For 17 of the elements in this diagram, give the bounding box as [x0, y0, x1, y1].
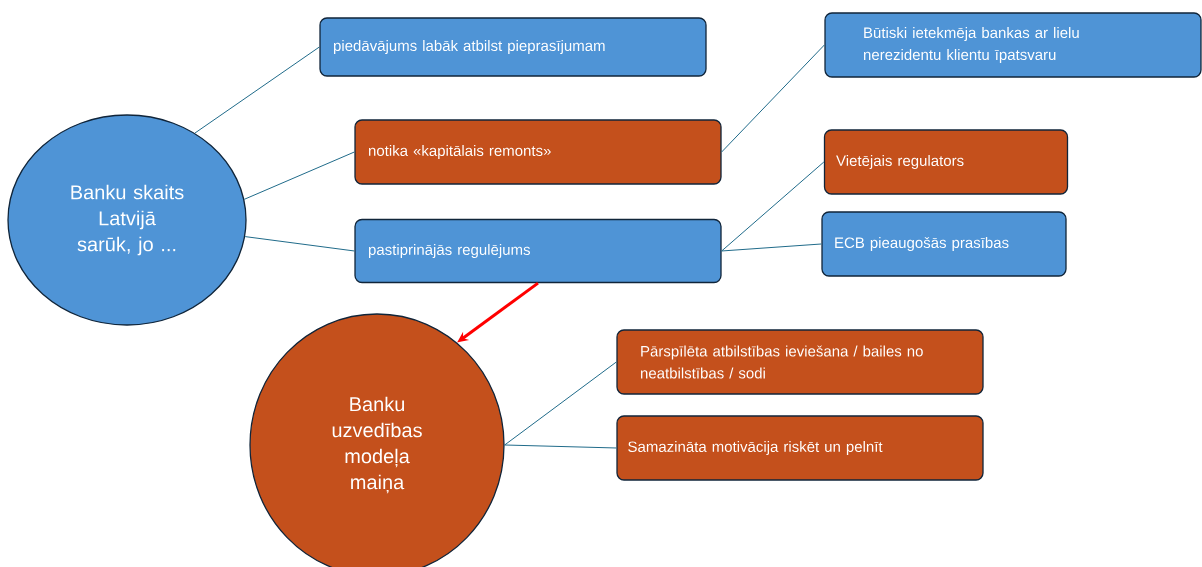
text-box: Samazināta motivācija riskēt un pelnīt — [616, 415, 984, 481]
connector-line — [194, 46, 320, 134]
text-box: piedāvājums labāk atbilst pieprasījumam — [319, 17, 707, 77]
connector-line — [504, 444, 617, 449]
connector-line — [504, 361, 617, 446]
connector-line — [244, 236, 355, 252]
text-box: Vietējais regulators — [823, 129, 1069, 195]
connector-line — [721, 44, 825, 153]
text-box: ECB pieaugošās prasības — [821, 211, 1067, 277]
connector-line — [721, 161, 825, 252]
text-box: pastiprinājās regulējums — [354, 218, 722, 284]
connector-line — [243, 151, 355, 200]
arrow — [457, 281, 539, 343]
text-box: Pārspīlēta atbilstības ieviešana / bailes no neatbilstības / sodi — [616, 329, 984, 395]
connector-line — [721, 243, 822, 252]
text-box: Būtiski ietekmēja bankas ar lielu nerezidentu klientu īpatsvaru — [824, 12, 1202, 78]
text-box: notika «kapitālais remonts» — [354, 119, 722, 185]
